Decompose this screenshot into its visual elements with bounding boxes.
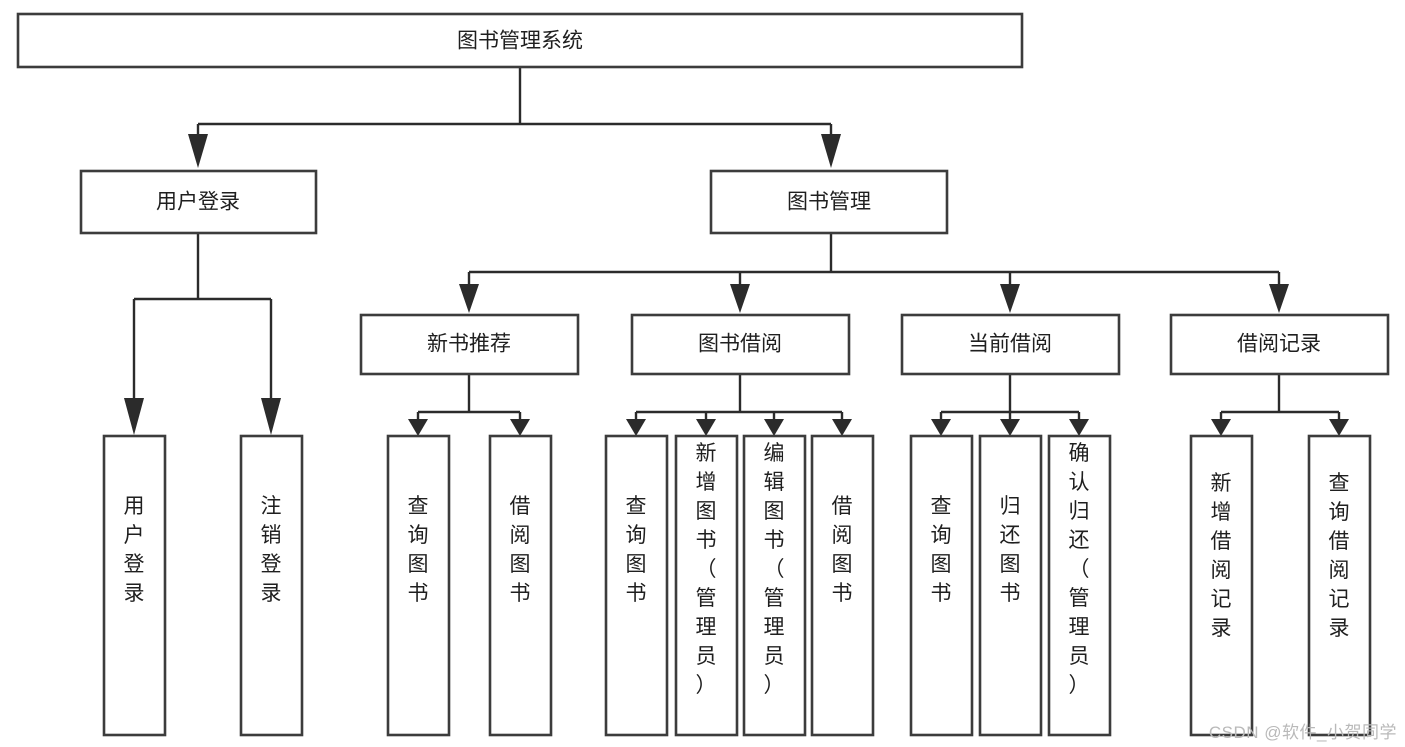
arrow-head-bb-leaf-1 — [626, 419, 646, 436]
leaf-node-current-query-label: 查询图书 — [931, 495, 952, 605]
leaf-node-current-query-box[interactable] — [909, 434, 974, 737]
node-book-borrow[interactable]: 图书借阅 — [630, 313, 851, 376]
node-root-system-label: 图书管理系统 — [457, 30, 583, 53]
leaf-node-current-confirm-return[interactable]: 确认归还（管理员） — [1047, 434, 1112, 737]
node-new-book-recommend-label: 新书推荐 — [427, 333, 511, 356]
leaf-node-current-return-label: 归还图书 — [1000, 495, 1021, 605]
leaf-node-record-add-box[interactable] — [1189, 434, 1254, 737]
arrow-head-current-borrow — [1000, 284, 1020, 313]
leaf-node-borrow-edit-book-box[interactable] — [742, 434, 807, 737]
connector-group-book-manage — [459, 233, 1289, 313]
connector-group-new-book — [408, 375, 530, 436]
leaf-node-user-login-signout[interactable]: 注销登录 — [239, 434, 304, 737]
leaf-node-record-query-label: 查询借阅记录 — [1329, 472, 1350, 640]
leaf-node-borrow-edit-book[interactable]: 编辑图书（管理员） — [742, 434, 807, 737]
node-current-borrow[interactable]: 当前借阅 — [900, 313, 1121, 376]
connector-group-borrow-book — [626, 375, 852, 436]
arrow-head-ul-leaf-2 — [261, 398, 281, 435]
leaf-node-borrow-add-book-label: 新增图书（管理员） — [696, 442, 717, 697]
node-user-login-box[interactable] — [79, 169, 318, 235]
node-current-borrow-box[interactable] — [900, 313, 1121, 376]
leaf-node-borrow-query-box[interactable] — [604, 434, 669, 737]
arrow-head-bb-leaf-3 — [764, 419, 784, 436]
node-book-management-box[interactable] — [709, 169, 949, 235]
leaf-node-current-confirm-return-label: 确认归还（管理员） — [1069, 442, 1090, 697]
node-user-login-label: 用户登录 — [156, 191, 240, 214]
leaf-node-record-query-box[interactable] — [1307, 434, 1372, 737]
connector-group-current-borrow — [931, 375, 1089, 436]
leaf-node-user-login-signin-label: 用户登录 — [124, 495, 145, 605]
leaf-node-new-book-borrow-label: 借阅图书 — [510, 495, 531, 605]
leaf-node-record-add[interactable]: 新增借阅记录 — [1189, 434, 1254, 737]
leaf-node-user-login-signout-box[interactable] — [239, 434, 304, 737]
arrow-head-bb-leaf-4 — [832, 419, 852, 436]
node-book-borrow-box[interactable] — [630, 313, 851, 376]
leaf-node-user-login-signin[interactable]: 用户登录 — [102, 434, 167, 737]
arrow-head-nb-leaf-2 — [510, 419, 530, 436]
node-root-system[interactable]: 图书管理系统 — [16, 12, 1024, 69]
leaf-node-new-book-query-box[interactable] — [386, 434, 451, 737]
arrow-head-ul-leaf-1 — [124, 398, 144, 435]
arrow-head-cb-leaf-1 — [931, 419, 951, 436]
node-new-book-recommend[interactable]: 新书推荐 — [359, 313, 580, 376]
leaf-node-new-book-query[interactable]: 查询图书 — [386, 434, 451, 737]
arrow-head-nb-leaf-1 — [408, 419, 428, 436]
leaf-node-borrow-add-book[interactable]: 新增图书（管理员） — [674, 434, 739, 737]
node-borrow-record-label: 借阅记录 — [1237, 333, 1321, 356]
leaf-node-current-query[interactable]: 查询图书 — [909, 434, 974, 737]
arrow-head-borrow-record — [1269, 284, 1289, 313]
node-user-login[interactable]: 用户登录 — [79, 169, 318, 235]
node-book-management[interactable]: 图书管理 — [709, 169, 949, 235]
node-book-borrow-label: 图书借阅 — [698, 333, 782, 356]
leaf-node-record-query[interactable]: 查询借阅记录 — [1307, 434, 1372, 737]
node-borrow-record[interactable]: 借阅记录 — [1169, 313, 1390, 376]
arrow-head-borrow-book — [730, 284, 750, 313]
leaf-node-borrow-borrow-book-box[interactable] — [810, 434, 875, 737]
connector-group-user-login — [124, 233, 281, 435]
leaf-node-current-return-box[interactable] — [978, 434, 1043, 737]
arrow-head-book-manage — [821, 134, 841, 168]
arrow-head-br-leaf-2 — [1329, 419, 1349, 436]
connector-group-borrow-record — [1211, 375, 1349, 436]
connector-group-root — [188, 67, 841, 168]
leaf-node-borrow-borrow-book-label: 借阅图书 — [832, 495, 853, 605]
leaf-node-new-book-borrow[interactable]: 借阅图书 — [488, 434, 553, 737]
node-current-borrow-label: 当前借阅 — [968, 333, 1052, 356]
leaf-node-borrow-query[interactable]: 查询图书 — [604, 434, 669, 737]
leaf-node-borrow-add-book-box[interactable] — [674, 434, 739, 737]
leaf-node-current-return[interactable]: 归还图书 — [978, 434, 1043, 737]
leaf-node-current-confirm-return-box[interactable] — [1047, 434, 1112, 737]
leaf-node-new-book-query-label: 查询图书 — [408, 495, 429, 605]
arrow-head-bb-leaf-2 — [696, 419, 716, 436]
arrow-head-new-book — [459, 284, 479, 313]
arrow-head-cb-leaf-3 — [1069, 419, 1089, 436]
leaf-node-borrow-edit-book-label: 编辑图书（管理员） — [764, 442, 785, 697]
node-borrow-record-box[interactable] — [1169, 313, 1390, 376]
node-book-management-label: 图书管理 — [787, 191, 871, 214]
arrow-head-user-login — [188, 134, 208, 168]
leaf-node-user-login-signin-box[interactable] — [102, 434, 167, 737]
node-new-book-recommend-box[interactable] — [359, 313, 580, 376]
arrow-head-br-leaf-1 — [1211, 419, 1231, 436]
leaf-node-borrow-borrow-book[interactable]: 借阅图书 — [810, 434, 875, 737]
leaf-node-record-add-label: 新增借阅记录 — [1211, 472, 1232, 640]
arrow-head-cb-leaf-2 — [1000, 419, 1020, 436]
node-root-system-box[interactable] — [16, 12, 1024, 69]
leaf-node-borrow-query-label: 查询图书 — [626, 495, 647, 605]
leaf-node-new-book-borrow-box[interactable] — [488, 434, 553, 737]
leaf-node-user-login-signout-label: 注销登录 — [261, 495, 282, 605]
